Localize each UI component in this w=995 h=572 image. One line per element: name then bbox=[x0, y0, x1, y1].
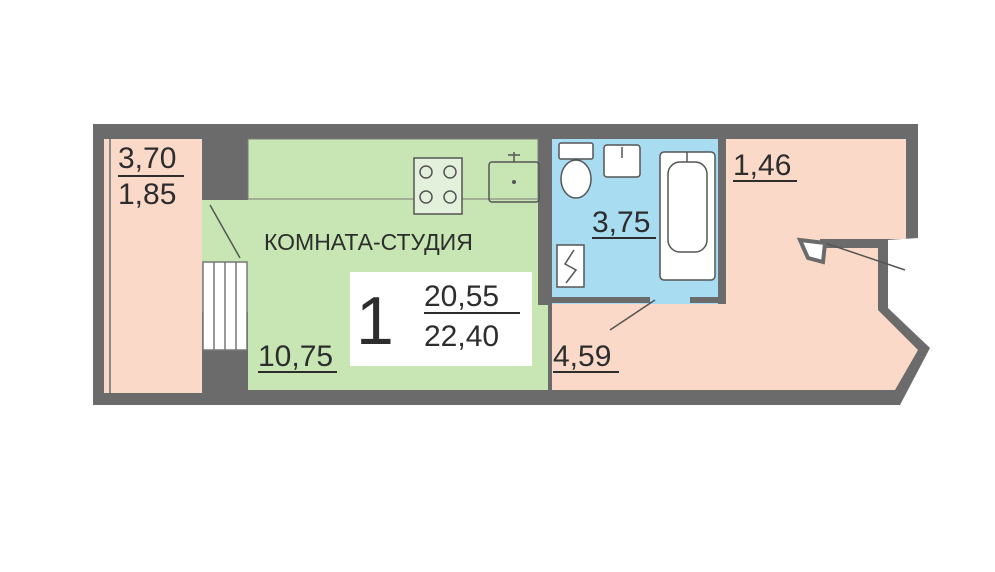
studio-room-title: КОМНАТА-СТУДИЯ bbox=[264, 229, 473, 255]
bathroom-area-value: 3,75 bbox=[592, 206, 650, 239]
kitchen-sink-icon bbox=[488, 152, 540, 203]
balcony-door-swing bbox=[209, 204, 241, 259]
bathroom-door-leaf bbox=[609, 299, 656, 331]
balcony-area-full: 3,70 bbox=[118, 142, 176, 175]
corridor-floor bbox=[728, 139, 906, 239]
living-area-value: 20,55 bbox=[424, 280, 499, 313]
hallway-area-value: 4,59 bbox=[553, 340, 611, 373]
balcony-area-reduced: 1,85 bbox=[118, 178, 176, 211]
corridor-area-value: 1,46 bbox=[733, 149, 791, 182]
rooms-count: 1 bbox=[356, 283, 394, 359]
entry-door-leaf bbox=[824, 242, 906, 271]
area-summary-box bbox=[350, 272, 532, 366]
kitchen-counter bbox=[247, 138, 539, 200]
vent-shaft-icon bbox=[556, 244, 585, 288]
entry-door-opening bbox=[796, 237, 828, 265]
toilet-icon bbox=[558, 142, 594, 199]
washbasin-icon bbox=[603, 144, 641, 178]
total-area-value: 22,40 bbox=[424, 320, 499, 353]
balcony-floor bbox=[104, 139, 202, 393]
hallway-floor bbox=[552, 139, 918, 390]
stove-icon bbox=[413, 157, 463, 215]
bathtub-icon bbox=[659, 151, 716, 281]
kitchen-area-value: 10,75 bbox=[258, 340, 333, 373]
